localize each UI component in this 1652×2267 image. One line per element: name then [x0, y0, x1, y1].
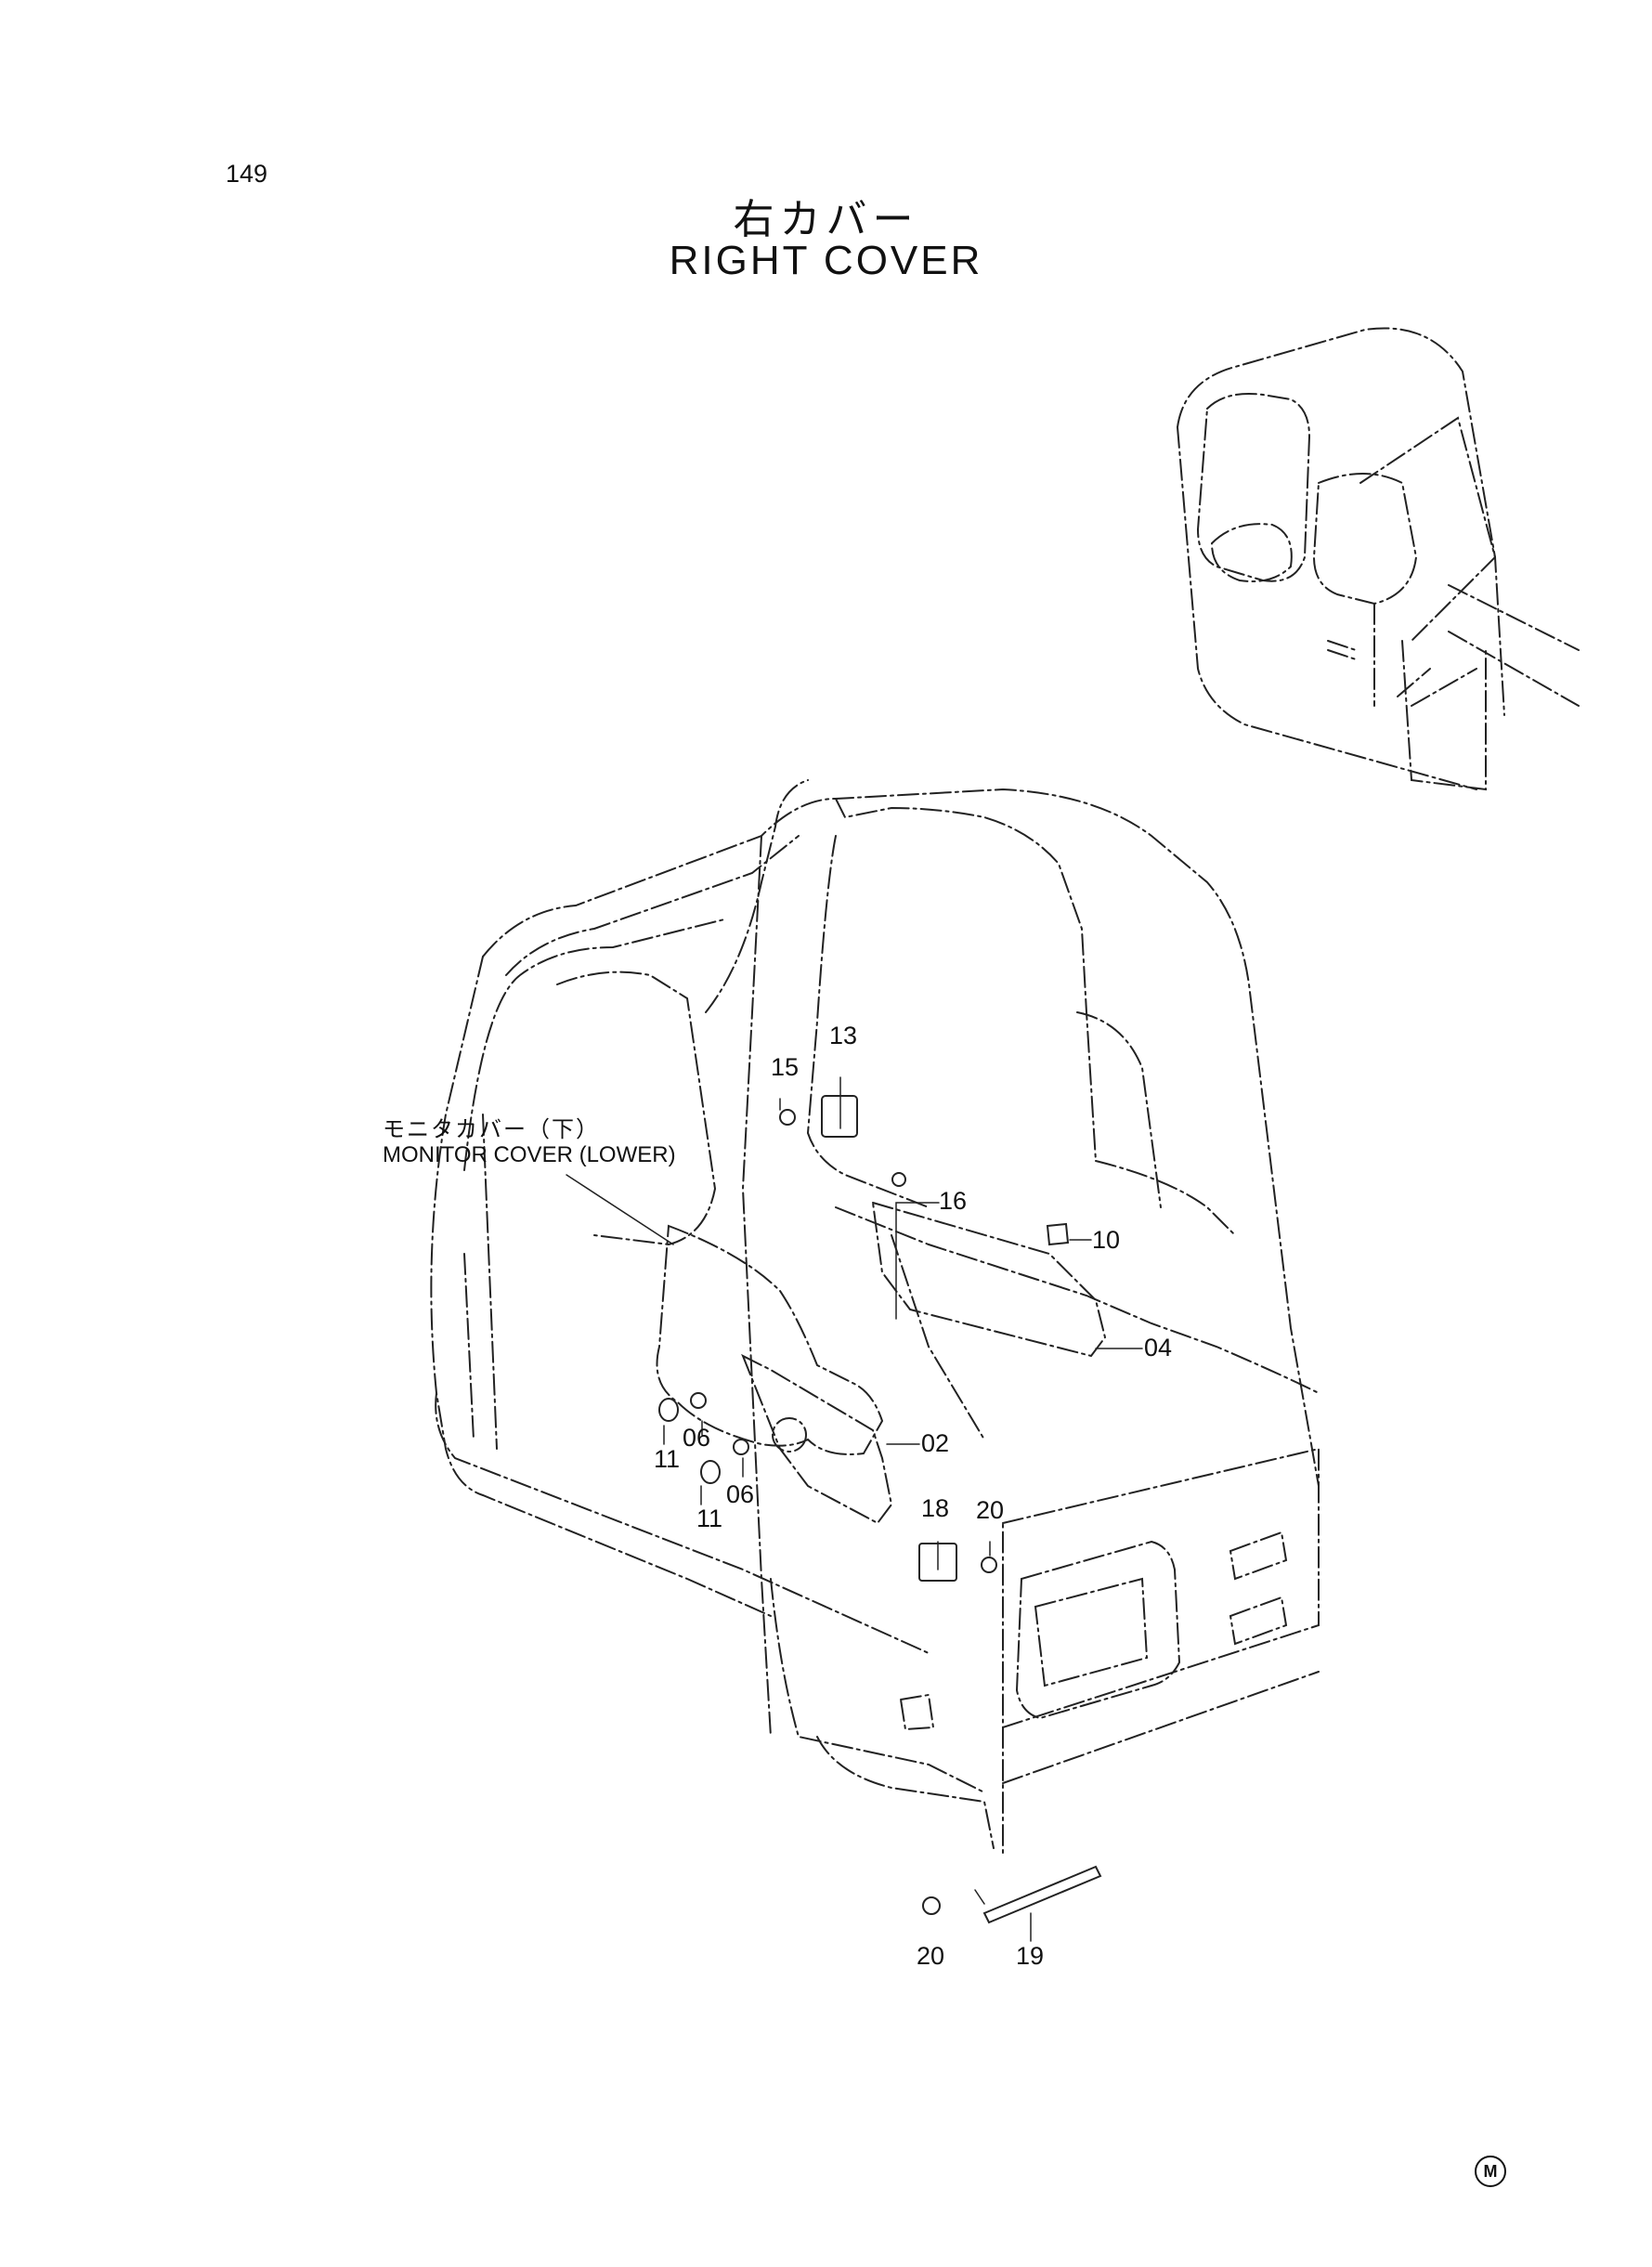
part-02-cover: [741, 1353, 893, 1525]
callout-monitor-cover-en: MONITOR COVER (LOWER): [383, 1142, 676, 1167]
label-11-b: 11: [696, 1505, 723, 1532]
title-english: RIGHT COVER: [669, 238, 983, 283]
label-13: 13: [829, 1022, 858, 1049]
label-06-a: 06: [683, 1424, 711, 1452]
label-20-a: 20: [976, 1496, 1005, 1524]
part-04-trim-panel: [871, 1201, 1107, 1358]
label-11-a: 11: [654, 1445, 681, 1473]
label-16: 16: [939, 1187, 968, 1215]
callout-monitor-cover-jp: モニタカバー（下）: [383, 1116, 600, 1142]
label-15: 15: [771, 1053, 800, 1081]
part-15-screw: [779, 1109, 796, 1126]
label-19: 19: [1016, 1942, 1045, 1970]
part-06-bolt-b: [733, 1439, 749, 1455]
part-10-cap: [1046, 1222, 1070, 1246]
label-10: 10: [1092, 1226, 1121, 1254]
part-16-fastener: [891, 1172, 906, 1187]
part-11-plug-b: [700, 1460, 721, 1484]
part-06-bolt-a: [690, 1392, 707, 1409]
part-18-bracket: [918, 1543, 957, 1582]
page-number: 149: [226, 160, 268, 188]
label-18: 18: [921, 1494, 950, 1522]
manufacturer-mark-icon: M: [1475, 2156, 1506, 2187]
part-20-screw-b: [922, 1896, 941, 1915]
monitor-cover-lower-part: [656, 1224, 884, 1455]
label-04: 04: [1144, 1334, 1173, 1362]
label-06-b: 06: [726, 1480, 755, 1508]
label-20-b: 20: [917, 1942, 945, 1970]
main-cab-outline: [430, 779, 1320, 1858]
label-02: 02: [921, 1429, 950, 1457]
part-13-clip: [821, 1095, 858, 1138]
title-japanese: 右カバー: [733, 196, 919, 243]
part-19-strap: [982, 1865, 1102, 1924]
inset-cab-overview: [1177, 327, 1580, 791]
part-11-plug-a: [658, 1398, 679, 1422]
part-20-screw-a: [981, 1557, 997, 1573]
